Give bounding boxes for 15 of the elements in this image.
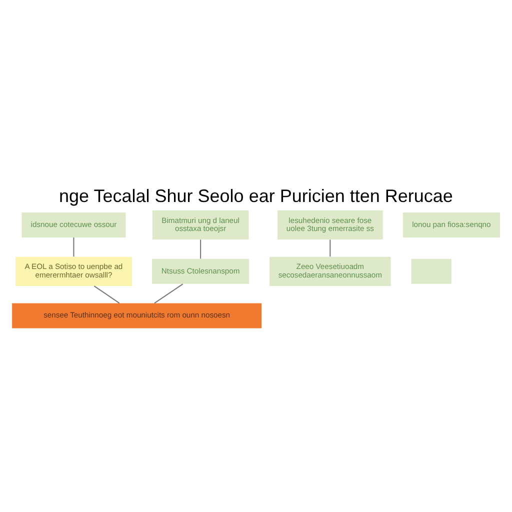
connector <box>94 285 120 304</box>
node-box: lesuhedenio seeare fose uolee 3tung emerrasite ss <box>277 210 383 240</box>
connector <box>200 239 202 258</box>
node-box: A EOL a Sotiso to uenpbe ad emerermhtaer owsalll? <box>16 256 132 286</box>
node-box: sensee Teuthinnoeg eot mouniutcits rom ounn nosoesn <box>12 302 262 328</box>
node-box: Bimatmuri ung d laneul osstaxa toeojsr <box>152 210 249 240</box>
connector <box>73 237 74 256</box>
node-box: idsnoue cotecuwe ossour <box>22 212 126 237</box>
connector <box>330 239 331 256</box>
connector <box>154 283 184 304</box>
node-box: Ntsuss Ctolesnanspom <box>152 258 250 284</box>
diagram-title: nge Tecalal Shur Seolo ear Puricien tten Rerucae <box>59 185 453 206</box>
node-box <box>411 258 452 284</box>
node-box: lonou pan fiosa:senqno <box>402 212 500 237</box>
node-box: Zeeo Veesetiuoadm secosedaeransaneonnussaom <box>270 256 391 286</box>
